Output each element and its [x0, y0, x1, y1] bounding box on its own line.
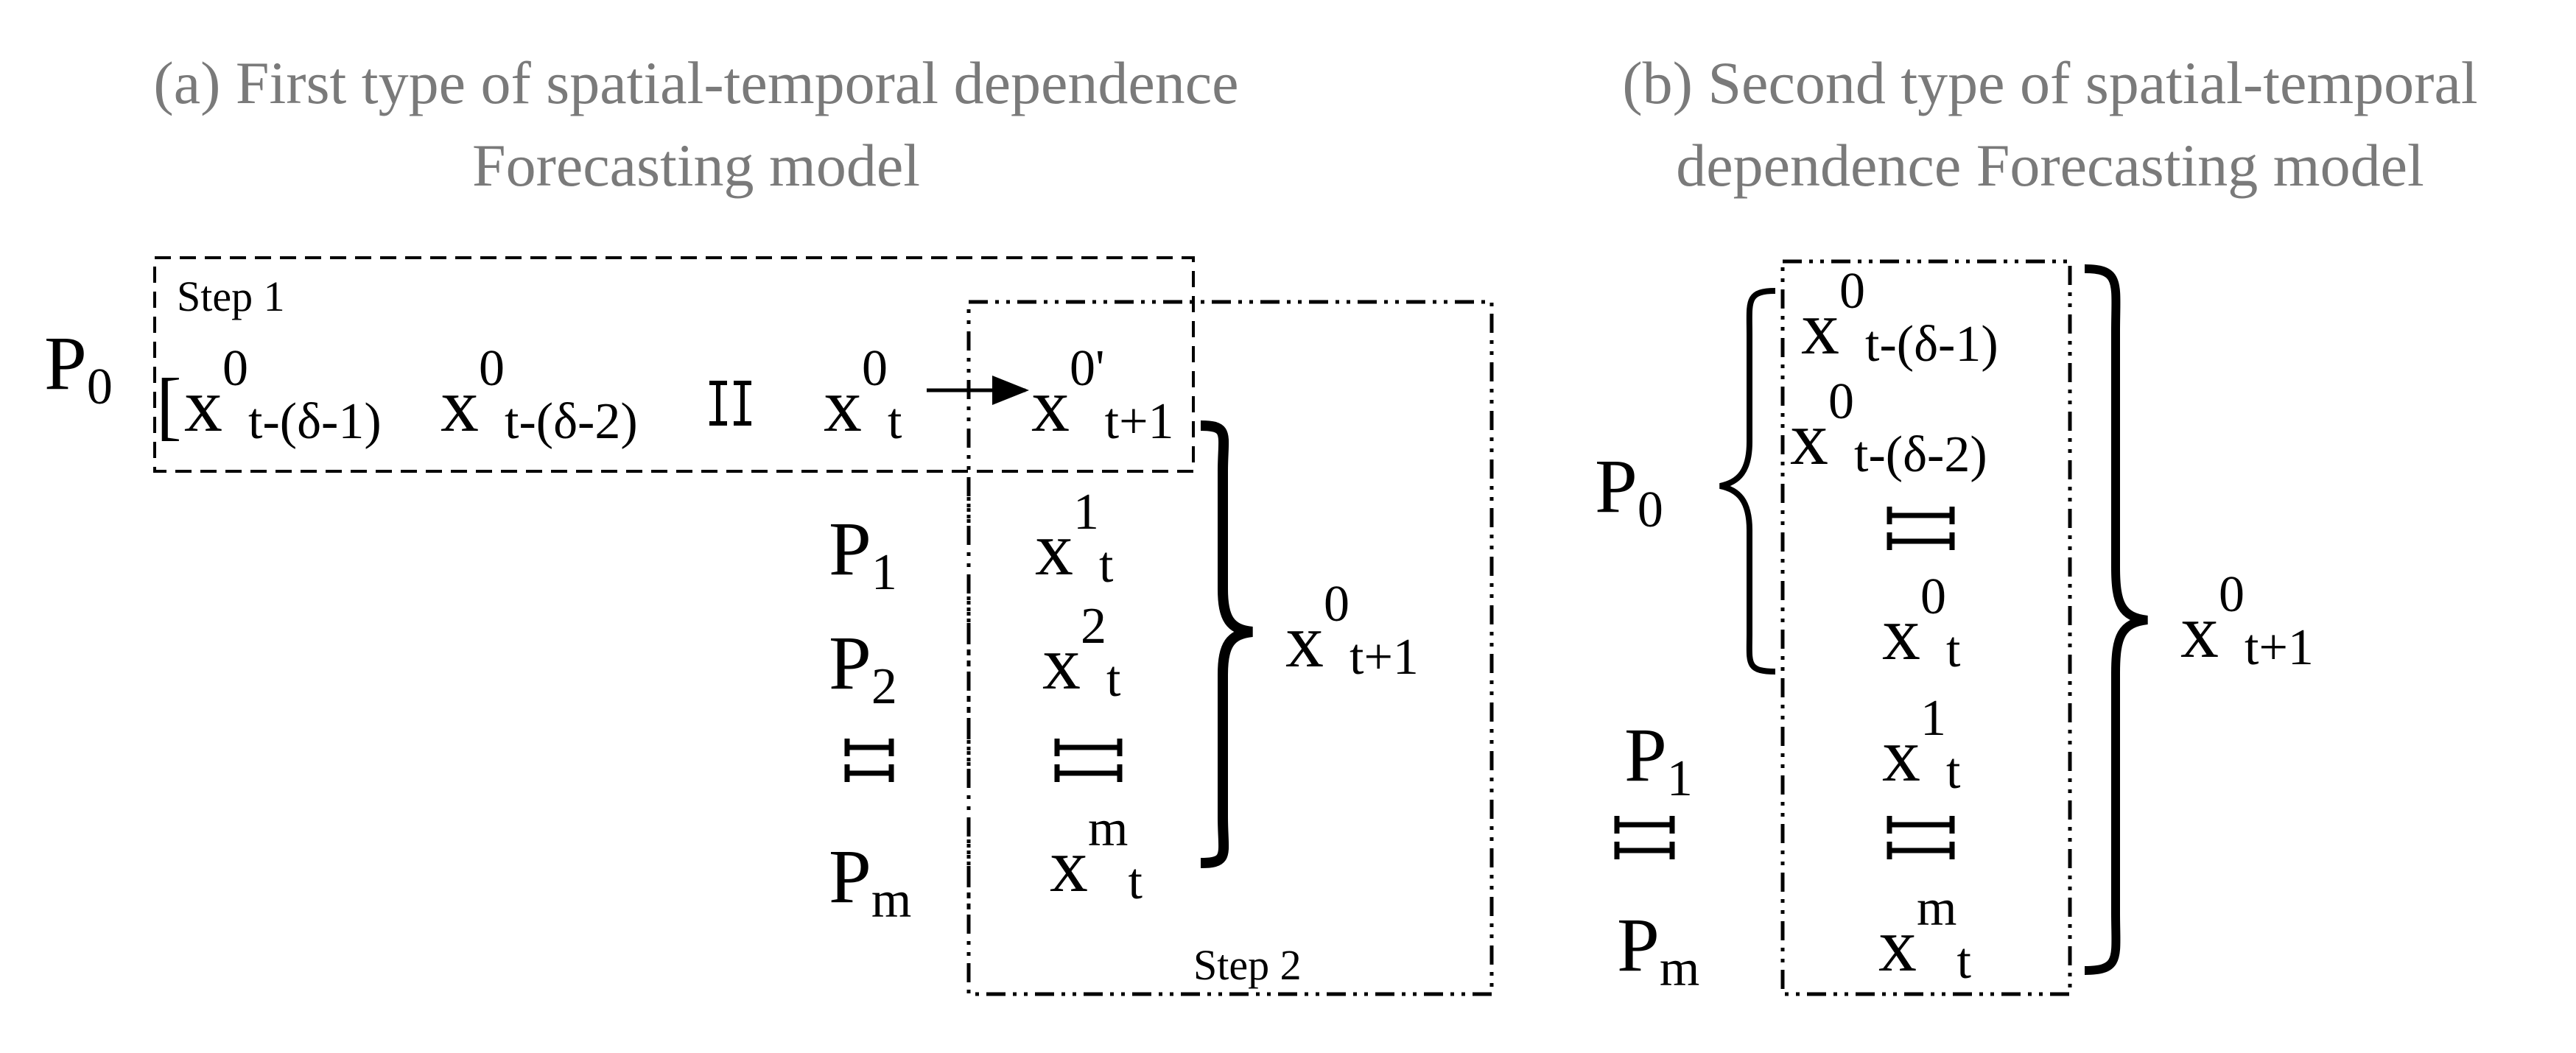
predicted-x-t-plus-1: x0't+1: [1031, 340, 1174, 450]
seq-x-t: x0t: [824, 340, 902, 450]
step2-label: Step 2: [1193, 941, 1302, 989]
x-0-t-b: x0t: [1882, 568, 1961, 678]
panel-a-title-line1: (a) First type of spatial-temporal depen…: [153, 49, 1238, 116]
panel-a-title-line2: Forecasting model: [472, 132, 920, 199]
output-x-t-plus-1-b: x0t+1: [2180, 566, 2314, 676]
p0-symbol-b: P0: [1595, 444, 1663, 538]
open-bracket: [: [156, 363, 182, 448]
seq-x-t-minus-delta-1: x0t-(δ-1): [184, 340, 382, 450]
seq-x-t-minus-delta-2: x0t-(δ-2): [441, 340, 638, 450]
panel-b-title-line1: (b) Second type of spatial-temporal: [1622, 49, 2477, 116]
curly-brace-a: [1200, 420, 1253, 868]
x-t-minus-delta-1-b: x0t-(δ-1): [1801, 263, 1998, 373]
curly-brace-b-left: [1719, 288, 1776, 675]
pm-symbol-b: Pm: [1617, 903, 1699, 997]
panel-b: (b) Second type of spatial-temporal depe…: [1595, 49, 2478, 997]
step2-box: [966, 300, 1494, 996]
x-m-t-a: xmt: [1050, 800, 1143, 910]
panel-b-title-line2: dependence Forecasting model: [1676, 132, 2424, 199]
p1-symbol-a: P1: [829, 507, 897, 601]
x-1-t-a: x1t: [1035, 484, 1114, 594]
curly-brace-b-right: [2084, 264, 2148, 975]
ellipsis-mark-b1: [1614, 816, 1675, 859]
panel-a: (a) First type of spatial-temporal depen…: [44, 49, 1494, 996]
step1-label: Step 1: [177, 272, 285, 320]
p0-symbol-a: P0: [44, 321, 113, 415]
x-2-t-a: x2t: [1042, 598, 1121, 708]
ellipsis-mark-a1: [709, 381, 751, 426]
ellipsis-mark-b3: [1887, 816, 1955, 859]
p2-symbol-a: P2: [829, 621, 897, 715]
ellipsis-mark-a3: [1054, 739, 1123, 782]
ellipsis-mark-a2: [844, 739, 894, 782]
x-1-t-b: x1t: [1882, 690, 1961, 800]
x-m-t-b: xmt: [1878, 880, 1971, 990]
x-t-minus-delta-2-b: x0t-(δ-2): [1790, 373, 1987, 483]
pm-symbol-a: Pm: [829, 834, 911, 929]
p1-symbol-b: P1: [1624, 713, 1693, 807]
ellipsis-mark-b2: [1887, 507, 1955, 550]
output-x-t-plus-1-a: x0t+1: [1285, 576, 1419, 686]
